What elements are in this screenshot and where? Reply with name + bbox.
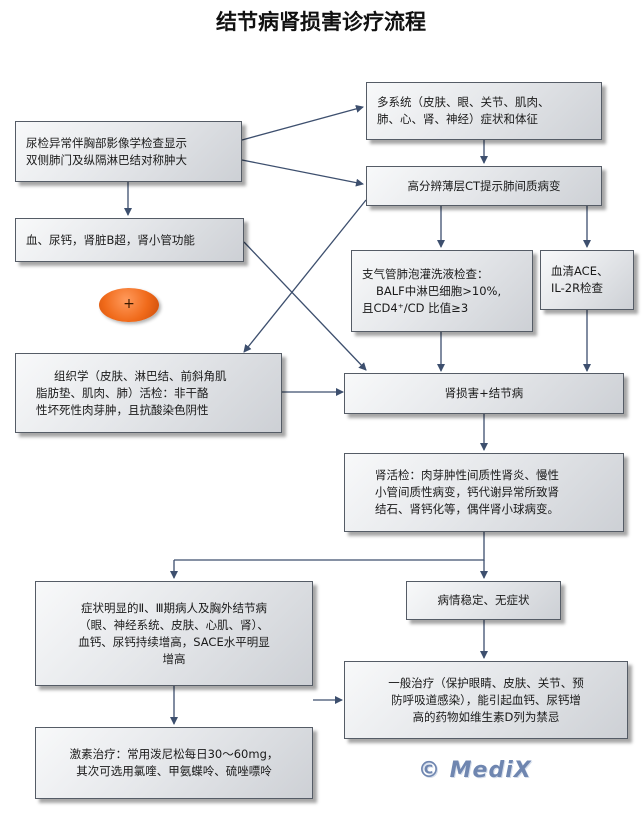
multi-line-2: 肺、心、肾、神经）症状和体征 — [377, 112, 538, 126]
plus-ellipse: + — [99, 288, 159, 322]
ace-il2r-box: 血清ACE、 IL-2R检查 — [540, 250, 634, 310]
histology-box: 组织学（皮肤、淋巴结、前斜角肌 脂肪垫、肌肉、肺）活检：非干酪 性坏死性肉芽肿，… — [15, 353, 282, 433]
renal-biopsy-box: 肾活检：肉芽肿性间质性肾炎、慢性 小管间质性病变，钙代谢异常所致肾 结石、肾钙化… — [344, 453, 624, 532]
hormone-line-1: 激素治疗：常用泼尼松每日30～60mg， — [69, 747, 279, 761]
arrow-urine-to-multi — [241, 104, 364, 141]
severe-line-1: 症状明显的Ⅱ、Ⅲ期病人及胸外结节病 — [80, 600, 268, 615]
multi-line-1: 多系统（皮肤、眼、关节、肌肉、 — [377, 95, 550, 109]
hrct-box: 高分辨薄层CT提示肺间质病变 — [366, 166, 602, 206]
balf-line-2: BALF中淋巴细胞>10%, — [376, 283, 502, 298]
biopsy-line-3: 结石、肾钙化等，偶伴肾小球病变。 — [375, 502, 559, 516]
histo-line-1: 组织学（皮肤、淋巴结、前斜角肌 — [54, 368, 227, 383]
connector-biopsy-split — [174, 532, 485, 561]
severe-cases-box: 症状明显的Ⅱ、Ⅲ期病人及胸外结节病 （眼、神经系统、皮肤、心肌、肾）、 血钙、尿… — [35, 581, 313, 686]
blood-urine-calcium-box: 血、尿钙，肾脏B超，肾小管功能 — [15, 218, 244, 262]
stable-line-1: 病情稳定、无症状 — [437, 593, 530, 607]
hormone-therapy-box: 激素治疗：常用泼尼松每日30～60mg， 其次可选用氯喹、甲氨蝶呤、硫唑嘌呤 — [35, 727, 313, 799]
urine-line-2: 双侧肺门及纵隔淋巴结对称肿大 — [26, 152, 187, 167]
multisystem-box: 多系统（皮肤、眼、关节、肌肉、 肺、心、肾、神经）症状和体征 — [366, 82, 602, 140]
general-treatment-box: 一般治疗（保护眼睛、皮肤、关节、预 防呼吸道感染），能引起血钙、尿钙增 高的药物… — [344, 661, 628, 739]
histo-line-3: 性坏死性肉芽肿，且抗酸染色阴性 — [36, 402, 209, 417]
histo-line-2: 脂肪垫、肌肉、肺）活检：非干酪 — [36, 385, 209, 400]
ace-line-2: IL-2R检查 — [551, 281, 604, 295]
ace-line-1: 血清ACE、 — [551, 264, 609, 278]
general-line-1: 一般治疗（保护眼睛、皮肤、关节、预 — [388, 675, 584, 690]
hrct-line-1: 高分辨薄层CT提示肺间质病变 — [407, 178, 561, 193]
stable-box: 病情稳定、无症状 — [406, 581, 561, 620]
kidney-line-1: 肾损害+结节病 — [444, 386, 524, 400]
severe-line-4: 增高 — [162, 651, 186, 666]
severe-line-3: 血钙、尿钙持续增高，SACE水平明显 — [78, 634, 270, 649]
page-title: 结节病肾损害诊疗流程 — [216, 9, 426, 34]
arrow-urine-to-hrct — [241, 159, 364, 187]
balf-line-1: 支气管肺泡灌洗液检查： — [362, 266, 489, 281]
biopsy-line-1: 肾活检：肉芽肿性间质性肾炎、慢性 — [375, 468, 559, 482]
hormone-line-2: 其次可选用氯喹、甲氨蝶呤、硫唑嘌呤 — [76, 764, 272, 778]
severe-line-2: （眼、神经系统、皮肤、心肌、肾）、 — [79, 617, 269, 632]
general-line-2: 防呼吸道感染），能引起血钙、尿钙增 — [391, 692, 581, 707]
general-line-3: 高的药物如维生素D列为禁忌 — [412, 709, 560, 724]
arrow-blood-to-kidney — [243, 241, 367, 371]
balf-box: 支气管肺泡灌洗液检查： BALF中淋巴细胞>10%, 且CD4⁺/CD 比值≥3 — [351, 250, 533, 332]
arrow-hrct-to-histo — [243, 199, 367, 353]
blood-line-1: 血、尿钙，肾脏B超，肾小管功能 — [26, 232, 195, 247]
biopsy-line-2: 小管间质性病变，钙代谢异常所致肾 — [375, 485, 559, 499]
kidney-sarcoidosis-box: 肾损害+结节病 — [344, 373, 624, 414]
urine-imaging-box: 尿检异常伴胸部影像学检查显示 双侧肺门及纵隔淋巴结对称肿大 — [15, 121, 242, 182]
medix-watermark: © MediX — [418, 758, 532, 783]
urine-line-1: 尿检异常伴胸部影像学检查显示 — [26, 135, 187, 150]
balf-line-3: 且CD4⁺/CD 比值≥3 — [362, 300, 469, 315]
